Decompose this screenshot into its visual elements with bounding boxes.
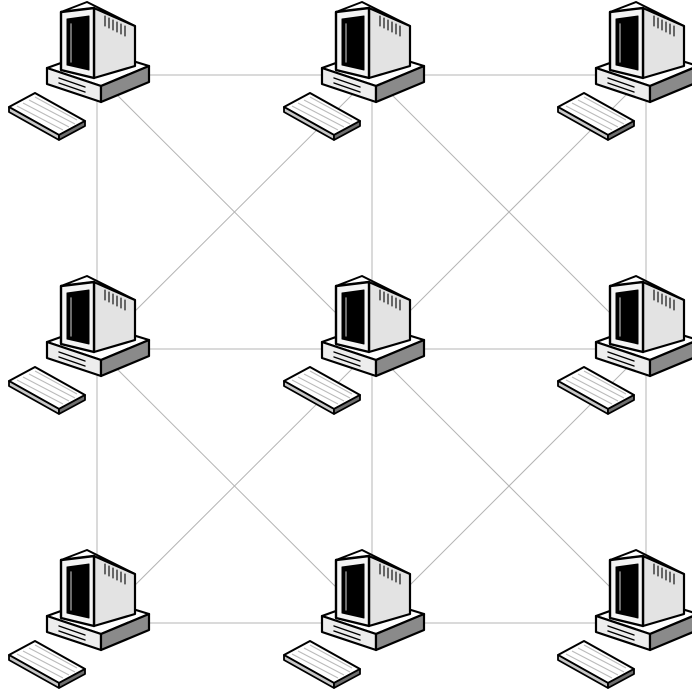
computer-node-r2c1 xyxy=(8,274,151,415)
desktop-computer-icon xyxy=(45,274,151,378)
keyboard-icon xyxy=(8,640,86,689)
keyboard-icon xyxy=(557,92,635,141)
desktop-computer-icon xyxy=(320,274,426,378)
desktop-computer-icon xyxy=(594,548,692,652)
keyboard-icon xyxy=(557,640,635,689)
keyboard-icon xyxy=(557,366,635,415)
keyboard-icon xyxy=(8,92,86,141)
desktop-computer-icon xyxy=(45,548,151,652)
keyboard-icon xyxy=(8,366,86,415)
computer-node-r1c2 xyxy=(283,0,426,141)
desktop-computer-icon xyxy=(45,0,151,104)
computer-node-r1c3 xyxy=(557,0,692,141)
computer-node-r2c3 xyxy=(557,274,692,415)
desktop-computer-icon xyxy=(594,274,692,378)
computer-node-r3c1 xyxy=(8,548,151,689)
keyboard-icon xyxy=(283,92,361,141)
keyboard-icon xyxy=(283,366,361,415)
computer-node-r2c2 xyxy=(283,274,426,415)
computer-node-r3c3 xyxy=(557,548,692,689)
computer-node-r1c1 xyxy=(8,0,151,141)
desktop-computer-icon xyxy=(320,0,426,104)
keyboard-icon xyxy=(283,640,361,689)
computer-node-r3c2 xyxy=(283,548,426,689)
desktop-computer-icon xyxy=(320,548,426,652)
network-nodes xyxy=(8,0,692,689)
desktop-computer-icon xyxy=(594,0,692,104)
